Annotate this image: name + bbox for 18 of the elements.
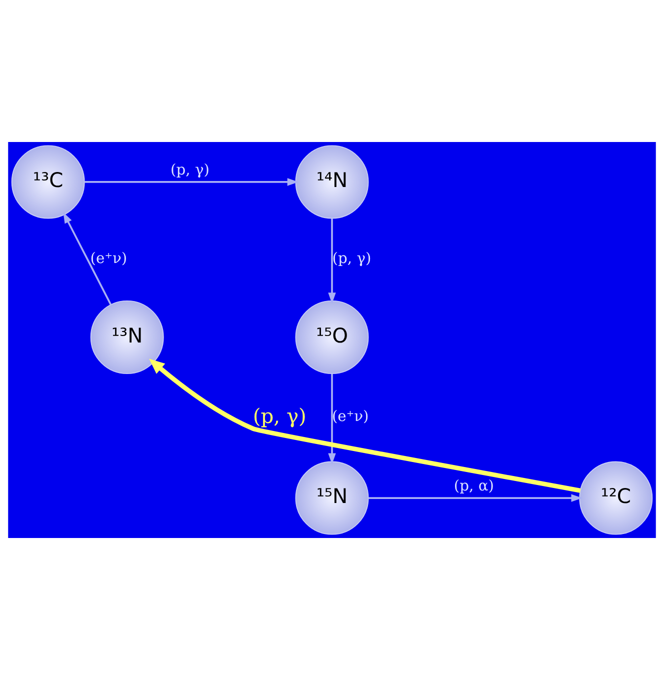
arrow — [368, 494, 582, 502]
edge-label: (e⁺ν) — [332, 408, 369, 426]
edge-label: (p, α) — [454, 478, 494, 494]
node-circle: ¹³C — [11, 145, 85, 219]
node-circle: ¹²C — [579, 461, 653, 535]
node-circle: ¹⁴N — [295, 145, 369, 219]
edge-label: (e⁺ν) — [90, 250, 128, 268]
edge-label: (p, γ) — [170, 161, 210, 178]
arrow — [328, 374, 336, 464]
arrow — [328, 218, 336, 304]
node-circle: ¹³N — [90, 300, 164, 374]
edge-label: (p, γ) — [332, 250, 372, 268]
arrow — [84, 178, 298, 186]
node-circle: ¹⁵O — [295, 300, 369, 374]
node-circle: ¹⁵N — [295, 461, 369, 535]
arrow — [63, 212, 112, 305]
arrow — [149, 358, 581, 493]
edge-label: (p, γ) — [252, 404, 306, 428]
